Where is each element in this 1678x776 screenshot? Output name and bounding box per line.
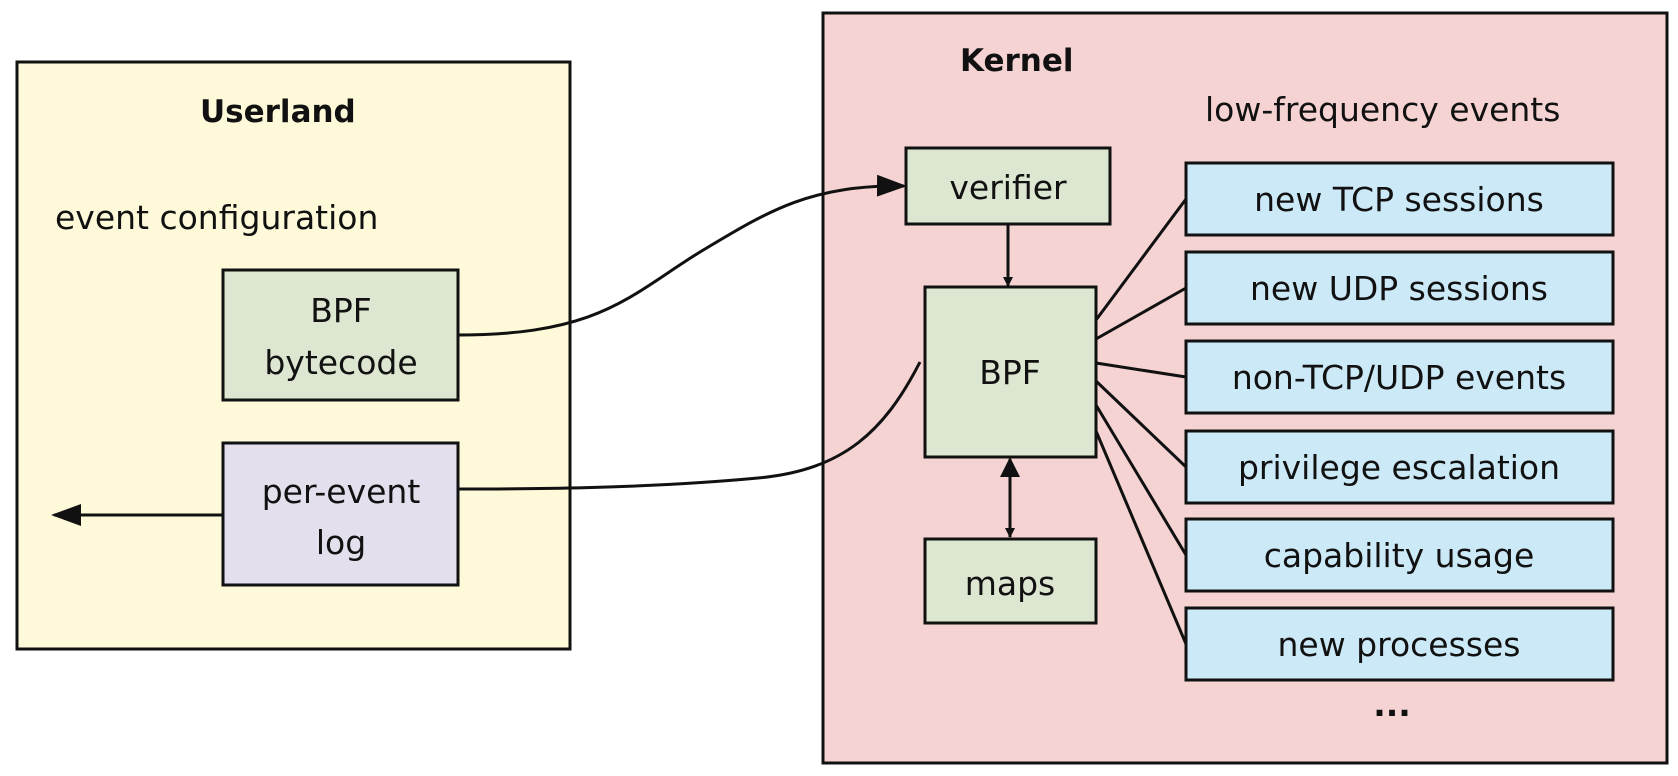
event-label-non-tcp-udp-events: non-TCP/UDP events <box>1232 358 1566 397</box>
maps-box: maps <box>923 537 1098 625</box>
per-event-log-rect <box>221 441 460 587</box>
kernel-title: Kernel <box>960 43 1074 79</box>
kernel-region: Kernel low-frequency events verifier BPF… <box>821 11 1669 765</box>
bpf-bytecode-label-line1: BPF <box>310 291 372 330</box>
connector-non-tcp-udp-events <box>1095 361 1187 379</box>
event-rect-new-processes <box>1184 606 1615 682</box>
event-box-0: new TCP sessions <box>1184 161 1615 237</box>
bpf-rect <box>923 285 1098 459</box>
event-label-new-tcp-sessions: new TCP sessions <box>1254 180 1544 219</box>
bpf-bytecode-rect <box>221 268 460 402</box>
bpf-bytecode-label-line2: bytecode <box>264 343 417 382</box>
event-configuration-caption: event configuration <box>55 198 378 237</box>
event-label-new-processes: new processes <box>1277 625 1520 664</box>
userland-title: Userland <box>200 94 356 130</box>
event-box-4: capability usage <box>1184 517 1615 593</box>
event-box-3: privilege escalation <box>1184 429 1615 505</box>
connector-privilege-escalation <box>1094 379 1188 469</box>
event-label-new-udp-sessions: new UDP sessions <box>1250 269 1548 308</box>
event-label-capability-usage: capability usage <box>1264 536 1535 575</box>
bpf-to-log-curve <box>457 361 922 491</box>
per-event-log-label-line2: log <box>316 523 366 562</box>
connector-new-udp-sessions <box>1095 286 1187 341</box>
event-label-privilege-escalation: privilege escalation <box>1238 448 1560 487</box>
event-box-2: non-TCP/UDP events <box>1184 339 1615 415</box>
maps-rect <box>923 537 1098 625</box>
userland-region: Userland event configuration BPF bytecod… <box>15 60 572 651</box>
event-rect-new-tcp-sessions <box>1184 161 1615 237</box>
low-frequency-events-caption: low-frequency events <box>1205 90 1560 129</box>
connector-new-tcp-sessions <box>1094 198 1188 321</box>
bpf-box: BPF <box>923 285 1098 459</box>
maps-label: maps <box>965 564 1056 603</box>
verifier-box: verifier <box>904 146 1112 226</box>
connector-new-processes <box>1094 430 1188 645</box>
per-event-log-label-line1: per-event <box>262 472 421 511</box>
event-box-5: new processes <box>1184 606 1615 682</box>
per-event-log-box: per-event log <box>221 441 460 587</box>
more-events-ellipsis: ... <box>1373 685 1411 724</box>
event-box-1: new UDP sessions <box>1184 250 1615 326</box>
connector-capability-usage <box>1094 404 1188 556</box>
bpf-bytecode-box: BPF bytecode <box>221 268 460 402</box>
bpf-label: BPF <box>979 353 1041 392</box>
bpf-event-connectors <box>1094 198 1188 645</box>
verifier-label: verifier <box>949 168 1067 207</box>
bytecode-to-verifier-arrow <box>457 174 907 337</box>
